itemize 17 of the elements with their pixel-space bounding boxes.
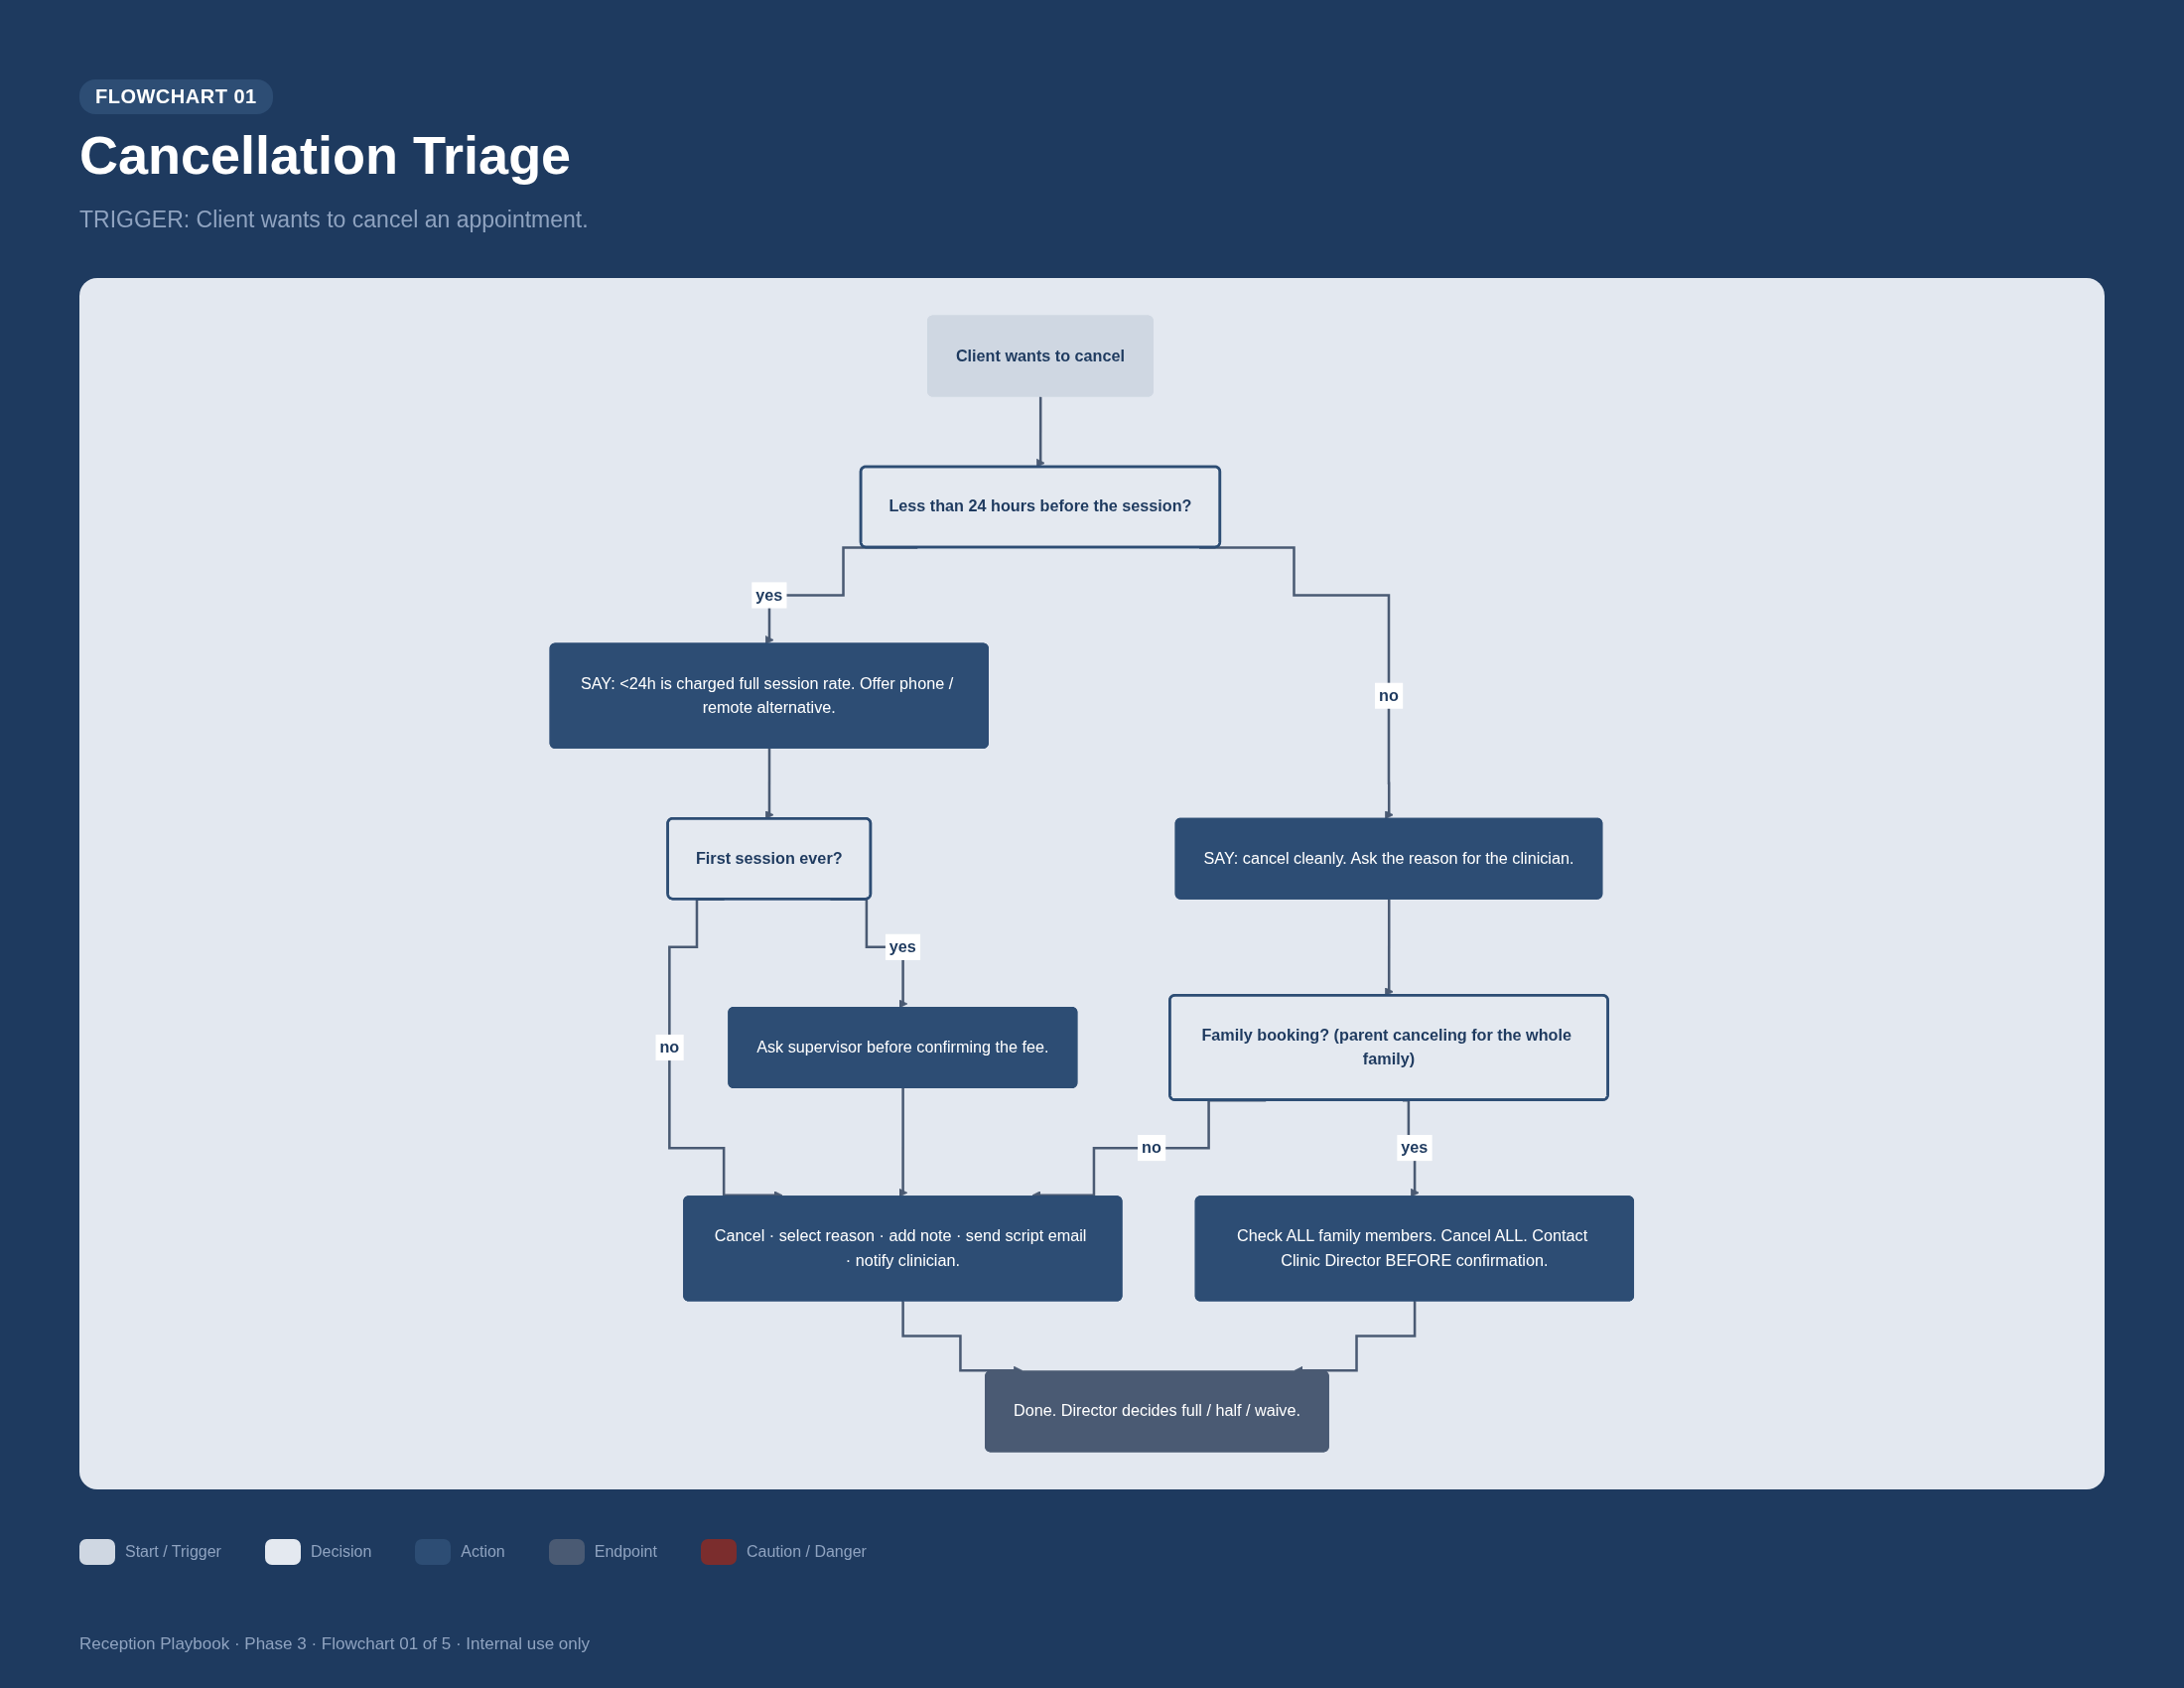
title: Cancellation Triage [79, 124, 572, 187]
subtitle: TRIGGER: Client wants to cancel an appointment. [79, 207, 589, 233]
footer-text: Reception Playbook · Phase 3 · Flowchart 01 of 5 · Internal use only [79, 1634, 591, 1654]
edge-label: yes [889, 937, 917, 955]
legend-label: Caution / Danger [746, 1543, 867, 1561]
edge-label: yes [1401, 1139, 1429, 1157]
arrow [898, 1086, 908, 1197]
legend-label: Endpoint [594, 1543, 657, 1561]
legend-label: Action [461, 1543, 505, 1561]
edge-label: no [659, 1038, 680, 1056]
arrow [901, 1300, 1024, 1375]
legend-label: Decision [310, 1543, 372, 1561]
edge-label: yes [755, 586, 783, 604]
legend-label: Start / Trigger [125, 1543, 221, 1561]
edge-label: no [1142, 1139, 1162, 1157]
edge-label: no [1379, 686, 1400, 704]
section-tag: FLOWCHART 01 [79, 79, 273, 114]
